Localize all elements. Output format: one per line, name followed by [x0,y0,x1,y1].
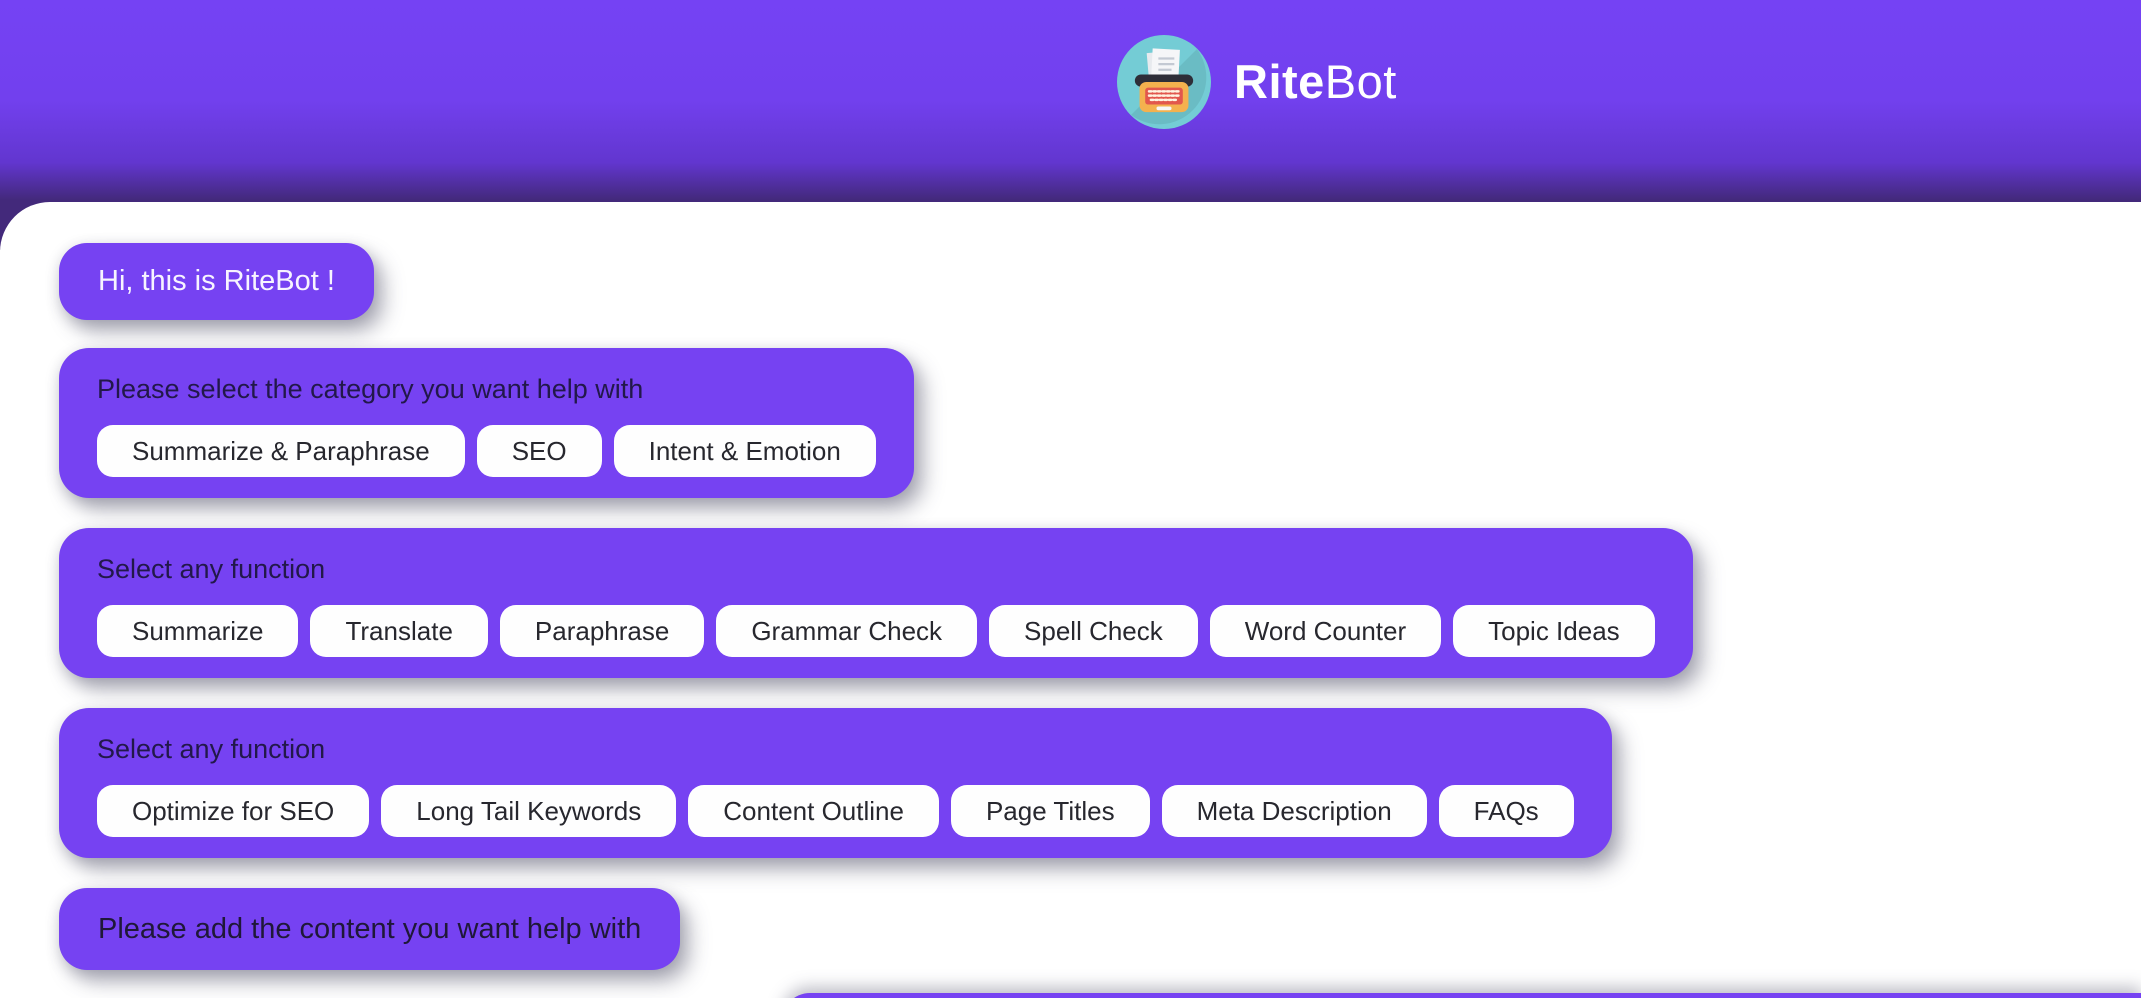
ritebot-logo-icon [1117,35,1211,129]
function-button-page-titles[interactable]: Page Titles [950,785,1150,837]
bot-greeting-text: Hi, this is RiteBot ! [98,265,335,297]
content-prompt-bubble: Please add the content you want help wit… [59,888,681,970]
content-prompt-text: Please add the content you want help wit… [98,912,642,945]
app-title: RiteBot [1234,35,1397,129]
function-button-meta-description[interactable]: Meta Description [1161,785,1427,837]
bot-greeting-bubble: Hi, this is RiteBot ! [59,243,374,320]
function-button-summarize[interactable]: Summarize [97,605,299,657]
function-button-word-counter[interactable]: Word Counter [1209,605,1442,657]
category-button-seo[interactable]: SEO [476,425,602,477]
category-select-label: Please select the category you want help… [97,374,644,404]
app-title-light: Bot [1324,55,1397,108]
function-button-row-2: Optimize for SEO Long Tail Keywords Cont… [97,785,1574,837]
function-button-content-outline[interactable]: Content Outline [688,785,939,837]
function-button-grammar-check[interactable]: Grammar Check [716,605,978,657]
function-select-label-2: Select any function [97,734,326,764]
category-button-intent-emotion[interactable]: Intent & Emotion [613,425,876,477]
function-button-long-tail-keywords[interactable]: Long Tail Keywords [381,785,677,837]
category-select-card: Please select the category you want help… [59,348,914,498]
function-button-optimize-for-seo[interactable]: Optimize for SEO [97,785,370,837]
function-select-card-2: Select any function Optimize for SEO Lon… [59,708,1612,858]
function-select-label-1: Select any function [97,554,326,584]
function-select-card-1: Select any function Summarize Translate … [59,528,1693,678]
function-button-spell-check[interactable]: Spell Check [989,605,1198,657]
function-button-translate[interactable]: Translate [310,605,488,657]
brand: RiteBot [1117,35,1397,129]
function-button-faqs[interactable]: FAQs [1438,785,1574,837]
function-button-topic-ideas[interactable]: Topic Ideas [1453,605,1655,657]
category-button-summarize-paraphrase[interactable]: Summarize & Paraphrase [97,425,465,477]
next-bubble-partial [782,993,2141,998]
function-button-row-1: Summarize Translate Paraphrase Grammar C… [97,605,1655,657]
function-button-paraphrase[interactable]: Paraphrase [499,605,705,657]
app-title-bold: Rite [1234,55,1325,108]
category-button-row: Summarize & Paraphrase SEO Intent & Emot… [97,425,876,477]
chat-panel: Hi, this is RiteBot ! Please select the … [0,202,2141,998]
